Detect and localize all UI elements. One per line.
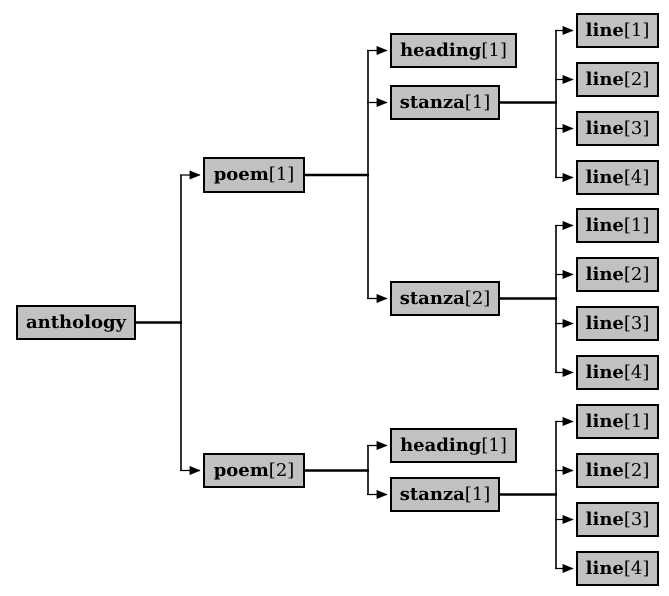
node-p2s1-line1-label: line (585, 410, 624, 432)
node-p1s1-line3: line[3] (576, 111, 659, 146)
node-p2-heading1-index: [1] (481, 434, 507, 456)
node-p1-heading1: heading[1] (390, 33, 517, 68)
node-p2s1-line3-index: [3] (623, 508, 650, 530)
node-poem2: poem[2] (203, 453, 305, 488)
node-p2-heading1-label: heading (400, 434, 482, 456)
node-p1s2-line4: line[4] (576, 355, 659, 390)
node-p1-heading1-index: [1] (481, 39, 507, 61)
node-p1s2-line3-label: line (585, 312, 624, 334)
node-p1-stanza2-index: [2] (464, 287, 491, 309)
node-anthology: anthology (16, 305, 136, 340)
node-p2s1-line4: line[4] (576, 551, 659, 586)
node-p1s2-line1-label: line (585, 214, 624, 236)
node-p1s2-line1-index: [1] (623, 214, 650, 236)
node-p1s1-line1-label: line (585, 19, 624, 41)
node-p1-stanza2-label: stanza (399, 287, 465, 309)
node-p1s2-line3-index: [3] (623, 312, 650, 334)
node-p2s1-line4-index: [4] (623, 557, 650, 579)
node-p1-stanza1-index: [1] (464, 91, 491, 113)
node-p1s1-line1-index: [1] (623, 19, 650, 41)
node-p1s1-line3-index: [3] (623, 117, 650, 139)
node-anthology-label: anthology (25, 311, 127, 333)
node-poem1: poem[1] (203, 157, 305, 193)
node-p1s2-line3: line[3] (576, 306, 659, 341)
node-p2-stanza1-label: stanza (399, 483, 465, 505)
node-p2s1-line2-label: line (585, 459, 624, 481)
node-p1s1-line4: line[4] (576, 160, 659, 195)
node-p1s1-line2: line[2] (576, 62, 659, 97)
node-p1s2-line2-label: line (585, 263, 624, 285)
node-p1-stanza1-label: stanza (399, 91, 465, 113)
node-p1s2-line2: line[2] (576, 257, 659, 292)
node-p1s1-line4-label: line (585, 166, 624, 188)
node-p2s1-line4-label: line (585, 557, 624, 579)
node-p1-heading1-label: heading (400, 39, 482, 61)
node-poem2-index: [2] (268, 459, 295, 481)
node-p1-stanza1: stanza[1] (390, 85, 500, 120)
node-p1s1-line3-label: line (585, 117, 624, 139)
node-p2-heading1: heading[1] (390, 428, 517, 463)
node-p2s1-line3-label: line (585, 508, 624, 530)
node-p2s1-line1-index: [1] (623, 410, 650, 432)
node-poem2-label: poem (213, 459, 269, 481)
node-p2s1-line2-index: [2] (623, 459, 650, 481)
node-p1s1-line4-index: [4] (623, 166, 650, 188)
node-p2s1-line1: line[1] (576, 404, 659, 439)
node-p2-stanza1-index: [1] (464, 483, 491, 505)
node-p1s2-line4-index: [4] (623, 361, 650, 383)
node-p2s1-line3: line[3] (576, 502, 659, 537)
node-p2s1-line2: line[2] (576, 453, 659, 488)
node-p2-stanza1: stanza[1] (390, 477, 500, 512)
node-p1s2-line4-label: line (585, 361, 624, 383)
node-p1-stanza2: stanza[2] (390, 281, 500, 316)
node-p1s2-line2-index: [2] (623, 263, 650, 285)
node-p1s1-line2-label: line (585, 68, 624, 90)
node-p1s2-line1: line[1] (576, 208, 659, 243)
node-p1s1-line1: line[1] (576, 13, 659, 48)
node-poem1-label: poem (213, 164, 269, 185)
node-poem1-index: [1] (268, 164, 295, 185)
node-p1s1-line2-index: [2] (623, 68, 650, 90)
